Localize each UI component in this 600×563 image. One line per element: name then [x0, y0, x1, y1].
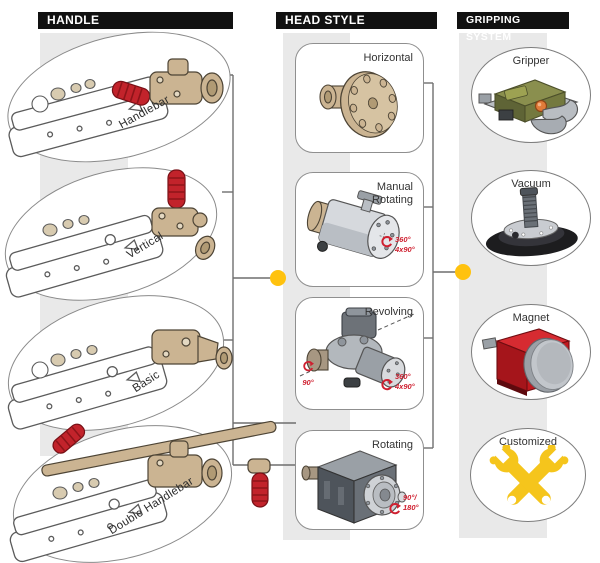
gripping-label: Magnet — [512, 312, 550, 324]
rotation-indicator: 360° 4x90° — [380, 235, 415, 255]
gripper-illustration — [478, 79, 579, 135]
double-handlebar-handle-illustration — [9, 420, 277, 563]
rotation-indicator: 90° — [302, 360, 314, 388]
vertical-handle-illustration — [5, 169, 216, 298]
gripping-label: Vacuum — [511, 178, 551, 190]
rotation-arrow-icon — [302, 360, 314, 378]
rotation-arrow-icon — [388, 502, 401, 521]
head-style-card-horizontal: Horizontal — [295, 43, 424, 153]
handle-header: HANDLE — [38, 12, 233, 29]
magnet-illustration — [481, 328, 574, 396]
rotation-indicator: 360° 4x90° — [380, 372, 415, 397]
vacuum-illustration — [485, 187, 578, 257]
head-style-label: Manual Rotating — [372, 181, 413, 207]
head-style-card-revolving: Revolving — [295, 297, 424, 410]
head-style-label: Horizontal — [363, 52, 413, 64]
gripping-option-magnet: Magnet — [471, 304, 591, 400]
rotation-values: 90°/ 180° — [403, 493, 419, 512]
basic-handle-illustration — [7, 329, 233, 430]
head-style-label: Rotating — [372, 439, 413, 451]
gripping-option-customized: Customized — [470, 428, 586, 522]
rotation-indicator: 90°/ 180° — [388, 493, 419, 521]
gripping-option-vacuum: Vacuum — [471, 170, 591, 266]
gripping-option-gripper: Gripper — [471, 47, 591, 143]
rotation-arrow-icon — [380, 378, 393, 397]
manual-rotating-head-illustration — [306, 190, 400, 259]
crossed-wrenches-icon — [489, 445, 569, 505]
head-style-card-rotating: Rotating 90°/ — [295, 430, 424, 530]
connector-dot — [270, 270, 286, 286]
gripping-header: GRIPPING SYSTEM — [457, 12, 569, 43]
gripping-label: Gripper — [512, 55, 550, 67]
handlebar-handle-illustration — [8, 58, 224, 158]
rotation-values: 90° — [302, 378, 314, 387]
head-style-card-manual-rotating: Manual Rotating — [295, 172, 424, 287]
gripping-label: Customized — [498, 436, 558, 448]
rotation-values: 360° 4x90° — [395, 372, 415, 391]
horizontal-head-illustration — [319, 71, 398, 138]
head-style-header: HEAD STYLE — [276, 12, 437, 29]
connector-dot — [455, 264, 471, 280]
rotation-arrow-icon — [380, 235, 393, 254]
head-style-label: Revolving — [364, 306, 413, 318]
rotation-values: 360° 4x90° — [395, 235, 415, 254]
